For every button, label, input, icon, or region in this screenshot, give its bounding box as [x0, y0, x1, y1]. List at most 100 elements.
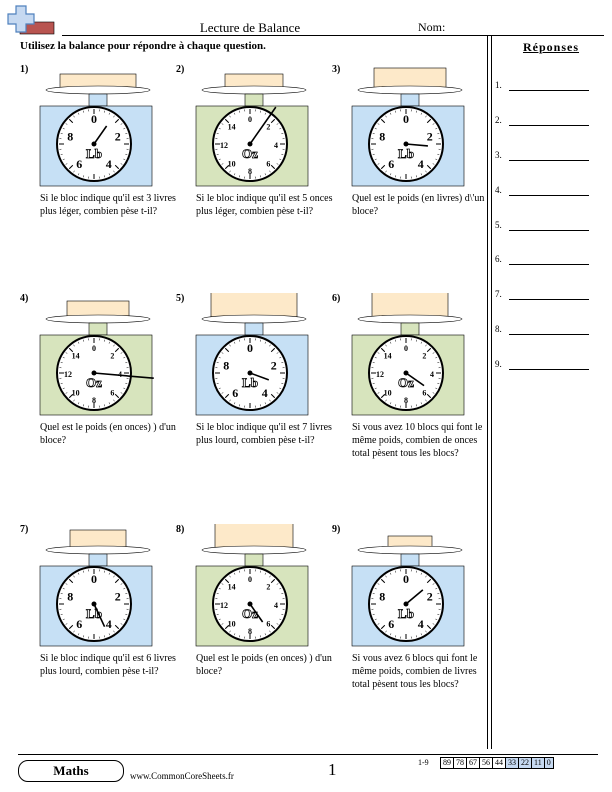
answer-blank[interactable]	[509, 369, 589, 370]
dial-tick	[103, 570, 106, 573]
dial-label: 6	[388, 617, 394, 631]
question-text: Si le bloc indique qu'il est 7 livres pl…	[196, 422, 332, 446]
dial-tick	[437, 153, 440, 156]
dial-tick	[103, 404, 106, 407]
dial-label: 0	[403, 572, 409, 586]
dial-tick	[276, 123, 279, 125]
dial-tick	[125, 382, 128, 385]
unit-label: Lb	[86, 606, 102, 621]
dial-label: 2	[115, 129, 121, 143]
dial-tick	[62, 618, 65, 621]
question-number: 3)	[332, 64, 341, 75]
dial-label: 6	[422, 388, 426, 397]
unit-label: Oz	[86, 375, 102, 390]
dial-tick	[216, 361, 219, 364]
answer-blank[interactable]	[509, 334, 589, 335]
dial-tick	[229, 630, 231, 633]
subject-badge: Maths	[18, 760, 124, 782]
dial-tick	[77, 112, 80, 115]
dial-tick	[233, 572, 236, 575]
dial-tick	[233, 402, 236, 405]
dial-tick	[276, 352, 279, 354]
dial-tick	[269, 399, 271, 402]
dial-tick	[432, 623, 435, 625]
dial-tick	[123, 158, 126, 161]
dial-tick	[114, 393, 120, 399]
dial-tick	[229, 575, 231, 578]
dial-tick	[385, 170, 387, 173]
dial-label: 8	[379, 129, 385, 143]
name-label: Nom:	[418, 20, 446, 34]
dial-tick	[425, 115, 427, 118]
answer-row: 9.	[495, 359, 595, 373]
dial-label: 6	[232, 386, 238, 400]
weight-block	[69, 529, 127, 549]
dial-tick	[125, 361, 128, 364]
dial-tick	[218, 356, 221, 359]
dial-label: 0	[248, 575, 252, 584]
weight-block	[214, 524, 294, 549]
dial-tick	[415, 570, 418, 573]
dial-tick	[270, 164, 276, 170]
answer-number: 2.	[495, 115, 502, 125]
dial-tick	[420, 112, 423, 115]
answer-blank[interactable]	[509, 160, 589, 161]
dial-tick	[281, 361, 284, 364]
dial-tick	[435, 127, 438, 130]
dial-tick	[216, 382, 219, 385]
dial-tick	[432, 352, 435, 354]
answer-blank[interactable]	[509, 264, 589, 265]
dial-label: 12	[220, 601, 228, 610]
answer-blank[interactable]	[509, 125, 589, 126]
dial-tick	[420, 633, 423, 636]
website-link[interactable]: www.CommonCoreSheets.fr	[130, 771, 234, 781]
dial-tick	[60, 382, 63, 385]
dial-label: 2	[110, 352, 114, 361]
dial-tick	[269, 630, 271, 633]
dial-label: 4	[418, 617, 424, 631]
question-number: 5)	[176, 293, 185, 304]
dial-tick	[68, 393, 74, 399]
dial-label: 2	[271, 358, 277, 372]
dial-tick	[68, 578, 74, 584]
dial-label: 8	[67, 129, 73, 143]
dial-pivot	[247, 141, 253, 147]
dial-pivot	[403, 141, 409, 147]
dial-tick	[372, 592, 375, 595]
dial-label: 6	[76, 617, 82, 631]
dial-label: 2	[115, 589, 121, 603]
dial-tick	[264, 112, 267, 115]
scale-plate	[357, 545, 463, 555]
answer-blank[interactable]	[509, 195, 589, 196]
dial-tick	[218, 618, 221, 621]
dial-tick	[233, 341, 236, 344]
dial-label: 6	[110, 388, 114, 397]
dial-label: 14	[228, 583, 236, 592]
dial-label: 12	[376, 370, 384, 379]
dial-tick	[125, 132, 128, 135]
dial-label: 8	[92, 396, 96, 405]
dial-tick	[269, 344, 271, 347]
instructions: Utilisez la balance pour répondre à chaq…	[20, 40, 266, 52]
dial-tick	[281, 132, 284, 135]
answer-blank[interactable]	[509, 299, 589, 300]
answer-blank[interactable]	[509, 230, 589, 231]
question-text: Si le bloc indique qu'il est 6 livres pl…	[40, 653, 176, 677]
dial-tick	[82, 175, 85, 178]
dial-label: 4	[430, 370, 434, 379]
scale-neck	[400, 553, 420, 567]
answer-blank[interactable]	[509, 90, 589, 91]
question-text: Quel est le poids (en onces) ) d'un bloc…	[40, 422, 176, 446]
dial-tick	[123, 618, 126, 621]
weight-block	[371, 293, 449, 318]
dial-needle	[93, 372, 154, 380]
dial-tick	[435, 587, 438, 590]
dial-tick	[374, 387, 377, 390]
dial-tick	[415, 175, 418, 178]
scale-plate	[45, 545, 151, 555]
scale-neck	[88, 553, 108, 567]
unit-label: Lb	[398, 146, 414, 161]
